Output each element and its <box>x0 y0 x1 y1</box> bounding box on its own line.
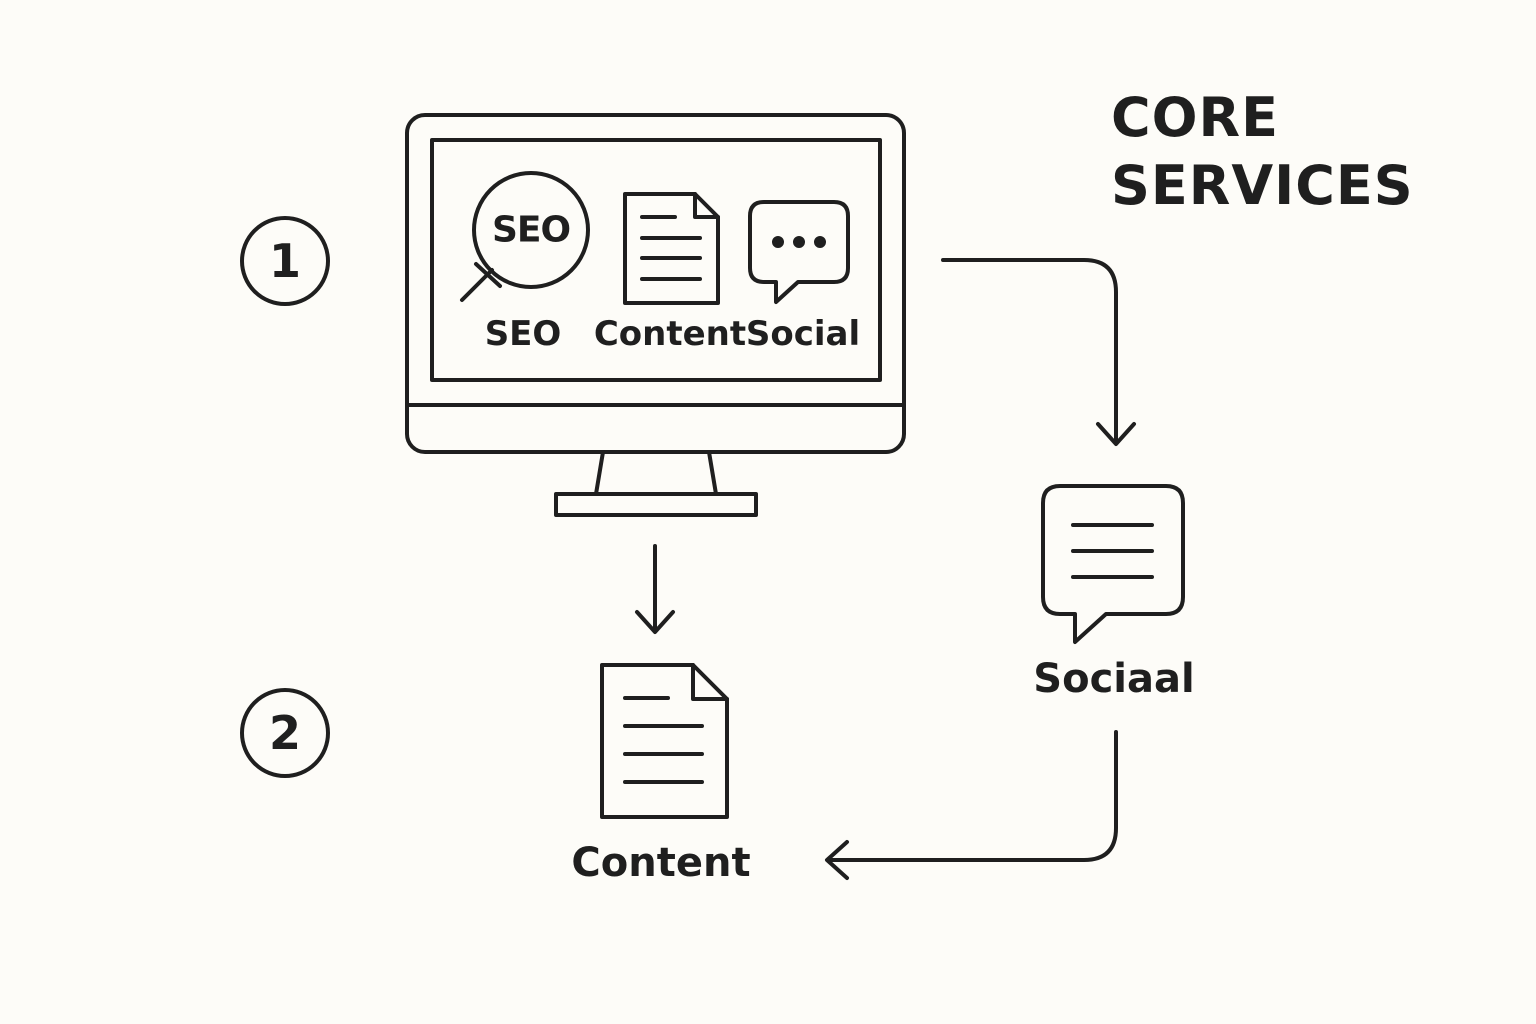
document-icon <box>600 663 729 819</box>
monitor-frame <box>405 113 906 454</box>
screen-label-seo: SEO <box>484 314 562 354</box>
monitor-neck <box>594 450 718 496</box>
content-label: Content <box>571 840 751 886</box>
chat-outline <box>748 200 850 304</box>
chat-bubble-icon <box>748 200 850 304</box>
arrow-head <box>635 610 675 634</box>
arrow-icon <box>941 258 1136 446</box>
chat-dot <box>793 236 805 248</box>
document-fold <box>693 192 720 219</box>
screen-label-social: Social <box>745 314 861 354</box>
monitor-screen <box>430 138 882 382</box>
seo-icon-text: SEO <box>491 209 571 251</box>
magnifier-icon <box>460 171 590 302</box>
arrow-head <box>825 840 849 880</box>
step-number-1: 1 <box>240 216 330 306</box>
arrow-icon <box>635 544 675 634</box>
monitor-base <box>554 492 758 517</box>
arrow-head <box>1096 422 1136 446</box>
page-title: CORE SERVICES <box>1111 84 1414 220</box>
monitor-icon <box>405 113 906 517</box>
document-outline <box>600 663 729 819</box>
chat-dot <box>814 236 826 248</box>
magnifier-lens <box>472 171 590 289</box>
document-outline <box>623 192 720 305</box>
document-icon <box>623 192 720 305</box>
chat-dot <box>772 236 784 248</box>
chat-outline <box>1041 484 1185 644</box>
chat-bubble-icon <box>1041 484 1185 644</box>
magnifier-handle <box>460 262 502 302</box>
document-fold <box>691 663 729 701</box>
arrow-monitor-to-social <box>941 258 1118 444</box>
social-label: Sociaal <box>1033 656 1195 702</box>
step-number-2: 2 <box>240 688 330 778</box>
arrow-social-to-content <box>826 730 1118 862</box>
screen-label-content: Content <box>593 314 747 354</box>
arrow-icon <box>825 730 1118 880</box>
title-line-2: SERVICES <box>1111 154 1414 217</box>
title-line-1: CORE <box>1111 86 1280 149</box>
